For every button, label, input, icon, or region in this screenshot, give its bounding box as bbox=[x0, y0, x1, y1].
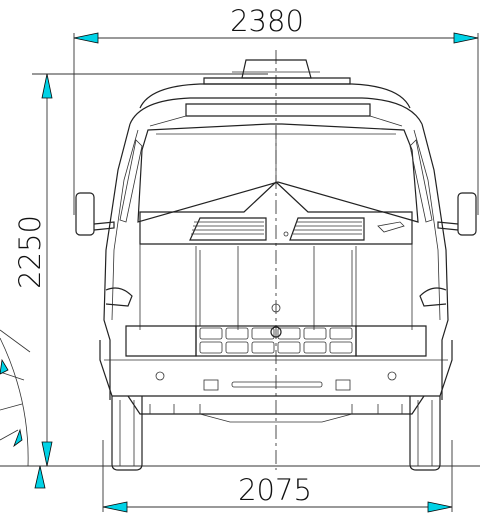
arrow-up-icon bbox=[41, 73, 53, 99]
vehicle-outline bbox=[75, 59, 477, 471]
left-hood-vent bbox=[189, 217, 267, 241]
right-mirror-icon bbox=[437, 192, 477, 236]
track-width-dimension: 2075 bbox=[102, 440, 453, 513]
approach-angle-arc bbox=[0, 329, 31, 467]
arrow-down-icon bbox=[34, 465, 46, 489]
left-mirror-icon bbox=[75, 192, 115, 236]
height-label: 2250 bbox=[13, 215, 47, 289]
roof-beacon bbox=[241, 59, 312, 79]
arrow-left-icon bbox=[102, 501, 128, 513]
track-width-label: 2075 bbox=[238, 473, 312, 507]
arrow-icon bbox=[13, 428, 23, 448]
body-right-side bbox=[421, 123, 449, 400]
hood bbox=[139, 181, 413, 245]
cab-roof bbox=[139, 83, 411, 109]
arrow-right-icon bbox=[427, 501, 453, 513]
body-left-side bbox=[103, 123, 131, 400]
overall-width-dimension: 2380 bbox=[73, 4, 479, 215]
arrow-icon bbox=[0, 358, 9, 375]
windshield bbox=[137, 123, 419, 223]
arrow-down-icon bbox=[41, 441, 53, 467]
right-front-wheel bbox=[409, 396, 441, 471]
height-dimension: 2250 bbox=[0, 73, 480, 489]
left-front-wheel bbox=[111, 396, 143, 471]
overall-width-label: 2380 bbox=[230, 4, 304, 38]
arrow-right-icon bbox=[453, 32, 479, 44]
right-hood-vent bbox=[289, 217, 365, 241]
emblem-icon bbox=[270, 326, 282, 338]
roof-visor bbox=[185, 103, 371, 117]
arrow-left-icon bbox=[73, 32, 99, 44]
